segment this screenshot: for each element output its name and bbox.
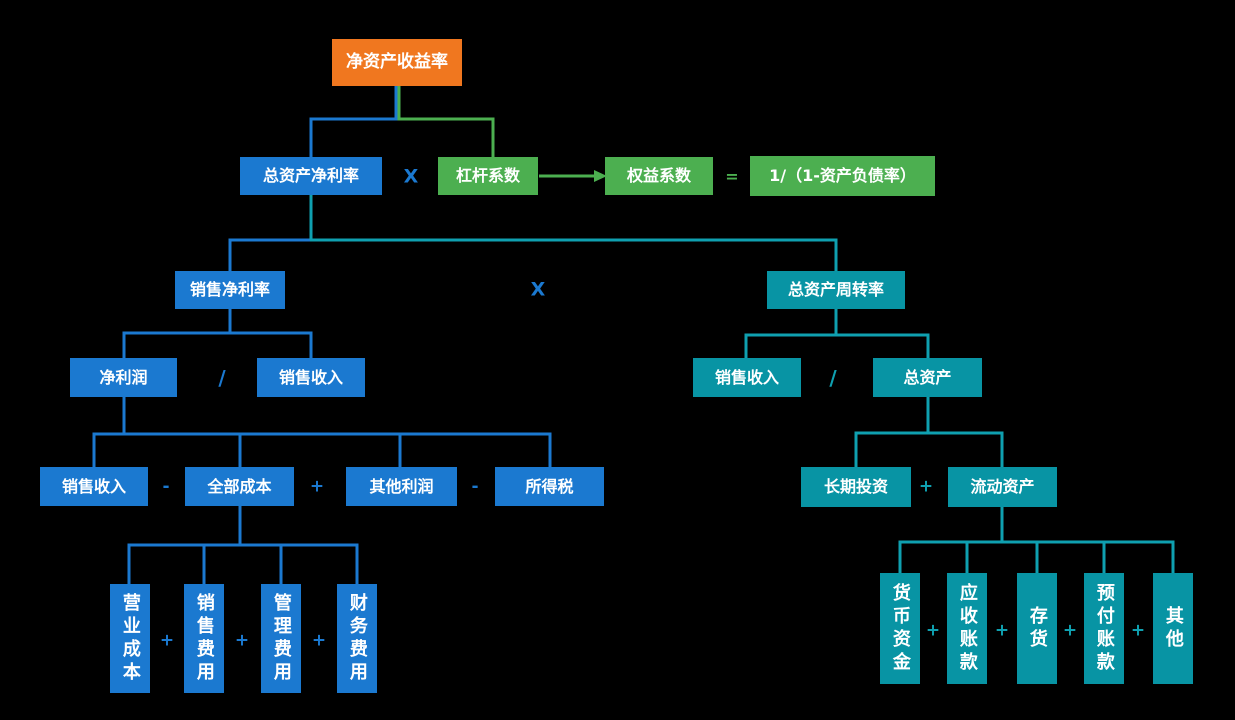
- connector-netprofit-children: [92, 397, 552, 467]
- divide-operator: /: [218, 366, 226, 390]
- minus-operator: -: [471, 476, 479, 497]
- connector-roe-to-net-margin: [309, 85, 398, 158]
- connector-salesmargin-children: [122, 309, 313, 358]
- node-net-profit-margin: 销售净利率: [175, 271, 285, 309]
- node-inventory: 存货: [1017, 573, 1057, 684]
- node-cash: 货币资金: [880, 573, 920, 684]
- connector-totalassets-children: [854, 397, 1004, 467]
- node-total-assets: 总资产: [873, 358, 982, 397]
- connector-netmargin-branch-right: [309, 195, 838, 272]
- equals-operator: =: [725, 167, 739, 186]
- plus-operator: +: [918, 476, 934, 497]
- minus-operator: -: [162, 476, 170, 497]
- node-sales-revenue-l5: 销售收入: [40, 467, 148, 506]
- node-sales-revenue-l4: 销售收入: [257, 358, 365, 397]
- node-net-profit: 净利润: [70, 358, 177, 397]
- plus-operator: +: [234, 630, 250, 651]
- plus-operator: +: [309, 476, 325, 497]
- node-prepaid-accounts: 预付账款: [1084, 573, 1124, 684]
- multiply-operator: X: [403, 165, 419, 188]
- node-accounts-receivable: 应收账款: [947, 573, 987, 684]
- node-total-cost: 全部成本: [185, 467, 294, 506]
- node-leverage-factor: 杠杆系数: [438, 157, 538, 195]
- plus-operator: +: [1062, 620, 1078, 641]
- plus-operator: +: [159, 630, 175, 651]
- node-asset-turnover: 总资产周转率: [767, 271, 905, 309]
- node-roe: 净资产收益率: [332, 39, 462, 86]
- node-equity-formula: 1/（1-资产负债率）: [750, 156, 935, 196]
- arrowhead-leverage-to-equity: [594, 170, 607, 182]
- node-financial-expense: 财务费用: [337, 584, 377, 693]
- node-selling-expense: 销售费用: [184, 584, 224, 693]
- divide-operator: /: [829, 366, 837, 390]
- connector-roe-to-leverage: [397, 85, 495, 158]
- node-sales-revenue-r4: 销售收入: [693, 358, 801, 397]
- node-total-asset-net-margin: 总资产净利率: [240, 157, 382, 195]
- node-equity-multiplier: 权益系数: [605, 157, 713, 195]
- node-operating-cost: 营业成本: [110, 584, 150, 693]
- connector-currentassets-children: [898, 507, 1175, 573]
- node-other-profit: 其他利润: [346, 467, 457, 506]
- plus-operator: +: [311, 630, 327, 651]
- multiply-operator: X: [530, 278, 546, 301]
- node-long-term-investment: 长期投资: [801, 467, 911, 507]
- node-other: 其他: [1153, 573, 1193, 684]
- node-admin-expense: 管理费用: [261, 584, 301, 693]
- connector-netmargin-branch-left: [228, 238, 312, 272]
- node-income-tax: 所得税: [495, 467, 604, 506]
- node-current-assets: 流动资产: [948, 467, 1057, 507]
- plus-operator: +: [994, 620, 1010, 641]
- connector-turnover-children: [744, 309, 930, 358]
- plus-operator: +: [1130, 620, 1146, 641]
- connector-totalcost-children: [127, 506, 359, 584]
- plus-operator: +: [925, 620, 941, 641]
